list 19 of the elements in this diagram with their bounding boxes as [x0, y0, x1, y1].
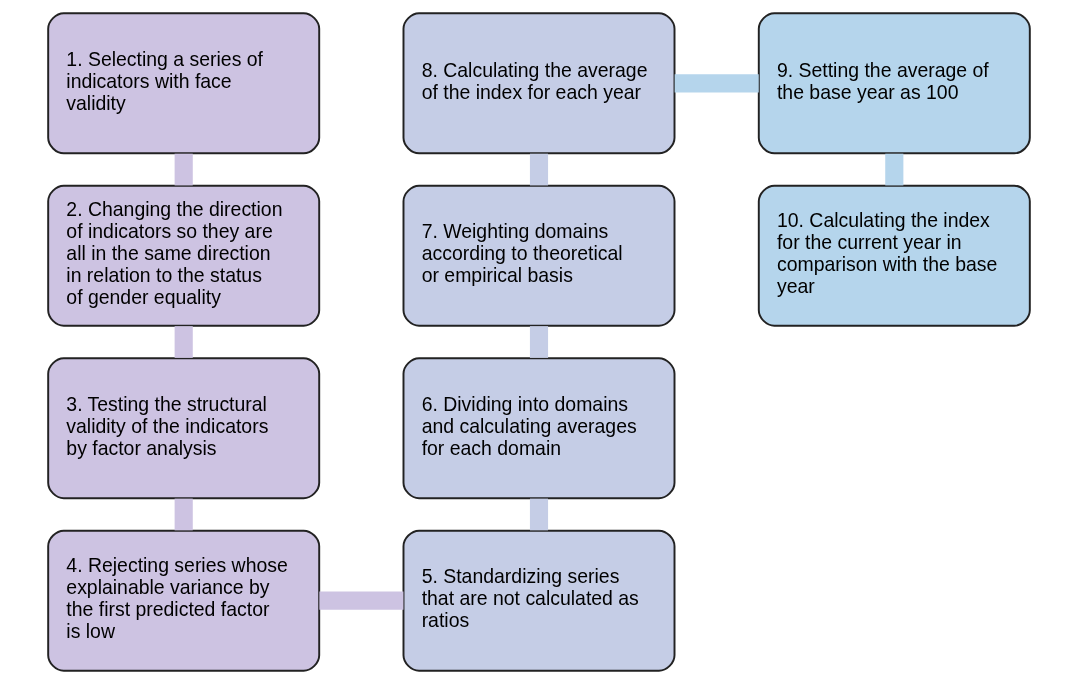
node-box: 7. Weighting domains according to theoretical or empirical basis	[402, 184, 676, 327]
connector	[319, 591, 404, 610]
connector	[174, 153, 193, 186]
node-box: 3. Testing the structural validity of the indicators by factor analysis	[47, 357, 321, 500]
node-box: 10. Calculating the index for the current year in comparison with the base year	[757, 184, 1031, 327]
node-box: 9. Setting the average of the base year as 100	[757, 12, 1031, 155]
connector	[529, 326, 549, 358]
connector	[674, 74, 759, 93]
connector	[174, 326, 193, 358]
connector	[529, 153, 549, 186]
node-box: 5. Standardizing series that are not calculated as ratios	[402, 529, 676, 672]
node-box: 2. Changing the direction of indicators so they are all in the same direction in relation to the status of gender equality	[47, 184, 321, 327]
node-box: 1. Selecting a series of indicators with face validity	[47, 12, 321, 155]
connector	[529, 498, 549, 531]
connector	[885, 153, 904, 186]
connector	[174, 498, 193, 531]
node-box: 4. Rejecting series whose explainable variance by the first predicted factor is low	[47, 529, 321, 672]
node-box: 8. Calculating the average of the index for each year	[402, 12, 676, 155]
node-box: 6. Dividing into domains and calculating averages for each domain	[402, 357, 676, 500]
